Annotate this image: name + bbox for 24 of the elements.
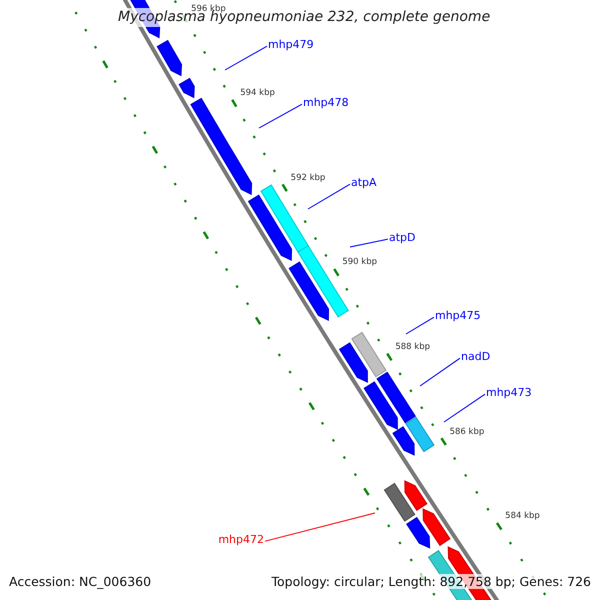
- tick-label: 592 kbp: [290, 172, 326, 183]
- tick-label: 594 kbp: [240, 88, 275, 98]
- leader-line: [308, 184, 350, 210]
- gene-label: atpD: [389, 231, 416, 244]
- genome-info-label: Topology: circular; Length: 892,758 bp; Genes: 726: [272, 574, 591, 589]
- accession-label: Accession: NC_006360: [9, 574, 152, 589]
- gene-label: nadD: [461, 350, 490, 364]
- gene-label: mhp472: [218, 533, 264, 546]
- gene-label: atpA: [351, 176, 377, 190]
- leader-line: [264, 512, 376, 542]
- gene-label: mhp478: [303, 96, 349, 110]
- tick-label: 584 kbp: [505, 511, 540, 522]
- tick-label: 586 kbp: [450, 426, 484, 437]
- leader-line: [406, 316, 434, 334]
- tick-label: 588 kbp: [395, 342, 430, 352]
- leader-line: [350, 238, 388, 248]
- leader-line: [224, 46, 268, 70]
- leader-line: [258, 104, 302, 128]
- tick-label: 590 kbp: [342, 257, 377, 268]
- leader-line: [444, 394, 486, 422]
- leader-line: [420, 358, 460, 386]
- gene-label: mhp475: [435, 309, 481, 322]
- gene-label: mhp473: [486, 386, 532, 400]
- gene-label: mhp479: [268, 38, 314, 52]
